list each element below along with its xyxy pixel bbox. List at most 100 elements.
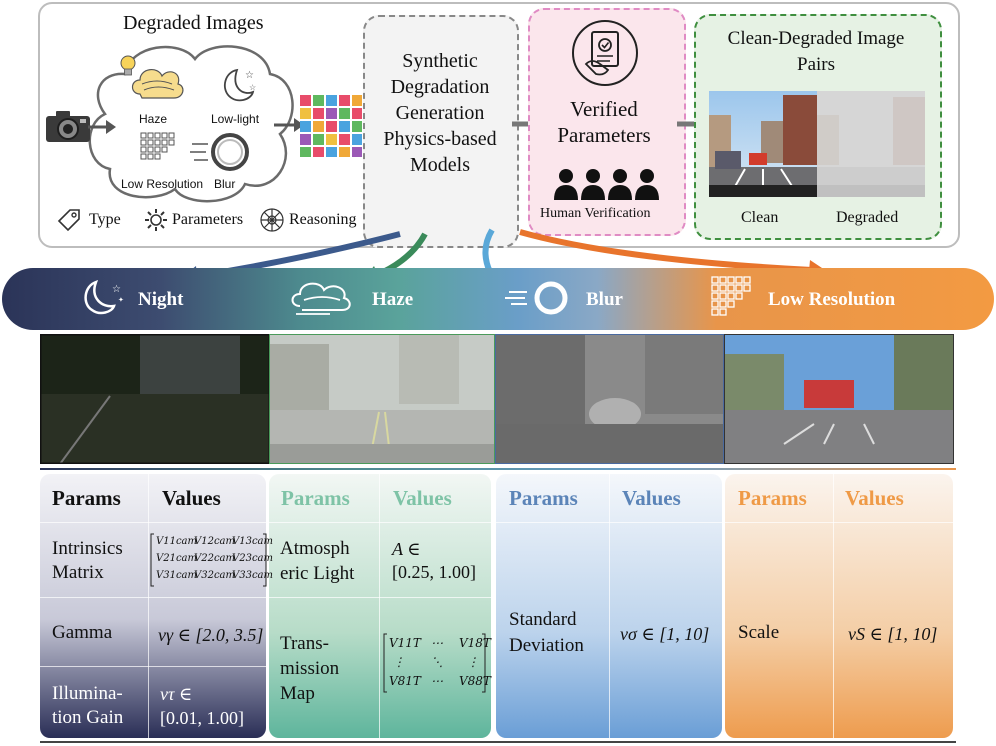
blur-icon [505, 281, 568, 315]
legend-reasoning: Reasoning [289, 211, 357, 228]
night-value-illumination-1: vτ ∈ [160, 684, 193, 704]
cloud-label-blur: Blur [214, 177, 236, 191]
synthetic-degradation-box [363, 15, 519, 248]
haze-value-atmospheric-1: A ∈ [392, 539, 421, 559]
blur-params-header: Params [509, 486, 578, 510]
legend-type: Type [89, 211, 121, 228]
camera-icon [46, 111, 90, 142]
arrow-camera-to-cloud [88, 120, 116, 134]
haze-params-column [269, 474, 491, 738]
haze-param-atmospheric-2: eric Light [280, 563, 355, 584]
night-row-divider-1 [40, 597, 266, 598]
haze-col-divider [379, 474, 380, 738]
blur-param-line1: Standard [509, 609, 577, 630]
band-label-lowres: Low Resolution [768, 289, 896, 310]
svg-text:☆: ☆ [245, 70, 254, 81]
svg-text:☆: ☆ [112, 284, 121, 295]
cloud-label-lowlight: Low-light [211, 112, 260, 126]
haze-values-header: Values [393, 486, 452, 510]
pixel-grid-icon [140, 132, 175, 160]
image-pairs-title: Clean-Degraded Image Pairs [727, 28, 905, 75]
blur-values-header: Values [622, 486, 681, 510]
matrix-cell: V11cam [156, 536, 197, 547]
table-bottom-rule [40, 741, 956, 743]
band-label-night: Night [138, 289, 184, 310]
haze-params-header: Params [281, 486, 350, 510]
legend-parameters: Parameters [172, 211, 244, 228]
degraded-images-title: Degraded Images [123, 12, 264, 34]
verified-document-icon [572, 20, 638, 86]
lowres-col-divider [833, 474, 834, 738]
lowres-params-header: Params [738, 486, 807, 510]
haze-example-image [269, 334, 495, 464]
haze-cloud-icon [131, 69, 184, 99]
haze-param-atmospheric-1: Atmosph [280, 538, 350, 559]
haze-param-transmission-1: Trans- [280, 633, 329, 654]
lowres-values-header: Values [845, 486, 904, 510]
matrix-cell: V21cam [156, 553, 197, 564]
night-params-header: Params [52, 486, 121, 510]
haze-icon [291, 282, 351, 315]
blur-param-line2: Deviation [509, 635, 584, 656]
lowres-params-column [725, 474, 953, 738]
human-verification-caption: Human Verification [540, 206, 651, 221]
band-label-haze: Haze [372, 289, 414, 310]
lowres-example-image [724, 334, 954, 464]
degraded-image [817, 91, 925, 197]
lowres-param: Scale [738, 622, 780, 643]
parameter-tiles-icon [300, 95, 362, 157]
svg-text:☆: ☆ [249, 83, 256, 92]
photo-underline [40, 468, 956, 470]
tag-icon [57, 209, 80, 232]
matrix-cell: ⋯ [431, 674, 443, 688]
matrix-cell: V32cam [194, 570, 235, 581]
matrix-cell: V31cam [156, 570, 197, 581]
blur-col-divider [609, 474, 610, 738]
night-param-illumination: Illumina-tion Gain [52, 683, 124, 728]
matrix-cell: ⋮ [393, 655, 405, 669]
matrix-cell: V81T [389, 674, 421, 688]
matrix-cell: V33cam [232, 570, 273, 581]
moon-icon: ☆✦ [84, 279, 124, 315]
haze-value-atmospheric-2: [0.25, 1.00] [392, 562, 476, 582]
matrix-cell: V12cam [194, 536, 235, 547]
blur-ring-icon [190, 133, 249, 171]
matrix-cell: ⋯ [431, 636, 443, 650]
cloud-label-lowres: Low Resolution [121, 177, 204, 191]
night-param-intrinsics: Intrinsics Matrix [52, 538, 123, 583]
header-divider [40, 522, 953, 523]
night-values-header: Values [162, 486, 221, 510]
matrix-cell: V22cam [194, 553, 235, 564]
matrix-cell: V88T [459, 674, 491, 688]
night-value-illumination-2: [0.01, 1.00] [160, 708, 244, 728]
haze-param-transmission-2: mission [280, 658, 340, 679]
night-params-column [40, 474, 266, 738]
matrix-cell: V23cam [232, 553, 273, 564]
matrix-cell: ⋮ [467, 655, 479, 669]
haze-param-transmission-3: Map [280, 683, 315, 704]
clean-image [709, 91, 817, 197]
degradation-type-band [2, 268, 994, 330]
night-example-image [40, 334, 270, 464]
blur-example-image [495, 334, 724, 464]
arrow-cloud-to-tiles [274, 118, 304, 132]
label-degraded: Degraded [836, 209, 899, 226]
cloud-label-haze: Haze [139, 112, 168, 126]
verified-parameters-title: Verified Parameters [557, 97, 651, 147]
haze-row-divider-1 [269, 597, 491, 598]
matrix-cell: V11T [389, 636, 421, 650]
night-param-gamma: Gamma [52, 622, 113, 643]
moon-stars-icon: ☆ ☆ [223, 68, 256, 102]
intrinsics-matrix: V11cam V12cam V13cam V21cam V22cam V23ca… [150, 532, 273, 588]
night-value-gamma: vγ ∈ [2.0, 3.5] [158, 625, 264, 645]
svg-text:✦: ✦ [118, 296, 124, 304]
matrix-cell: V18T [459, 636, 491, 650]
matrix-cell: ⋱ [431, 655, 443, 669]
label-clean: Clean [741, 209, 779, 226]
gear-icon [145, 209, 167, 231]
low-resolution-icon [711, 276, 751, 316]
people-icon [554, 169, 659, 200]
lightbulb-icon [120, 55, 136, 76]
network-icon [260, 208, 284, 232]
night-row-divider-2 [40, 666, 266, 667]
